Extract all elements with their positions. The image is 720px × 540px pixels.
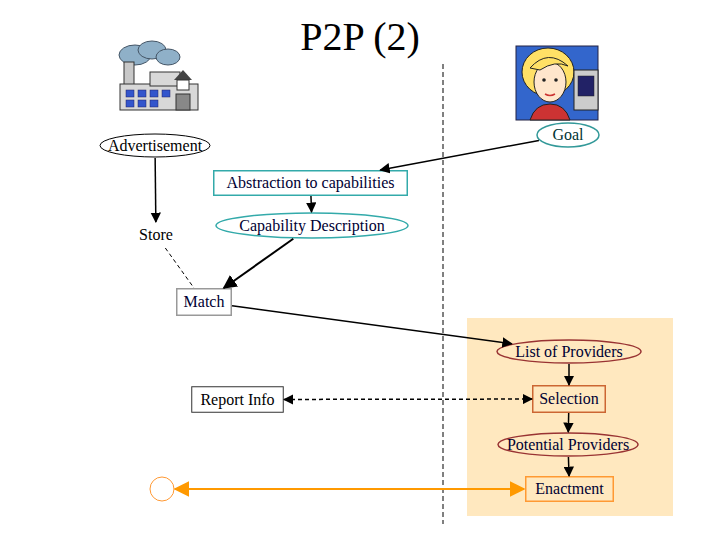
ellipse-node: Capability Description [215, 212, 409, 239]
process-box: Selection [532, 385, 606, 413]
node-label: Report Info [200, 391, 274, 409]
ellipse-border [497, 340, 641, 363]
node-label: Capability Description [239, 217, 384, 235]
node-label: Abstraction to capabilities [227, 174, 395, 192]
ellipse-border [100, 134, 210, 157]
arrow-connector [224, 239, 294, 288]
process-box: Match [176, 288, 232, 316]
process-box: Enactment [525, 476, 614, 502]
endpoint-circle [150, 477, 174, 501]
factory-icon [119, 41, 198, 110]
divider-line [443, 64, 444, 524]
box-border [214, 171, 408, 196]
enactment-line [175, 488, 524, 490]
ellipse-border [537, 123, 599, 147]
provider-band [467, 318, 673, 516]
diagram-title: P2P (2) [160, 14, 560, 60]
arrow-connector [284, 398, 532, 400]
node-label: Potential Providers [507, 436, 629, 454]
box-border [533, 386, 606, 413]
ellipse-node: Advertisement [99, 133, 211, 158]
box-border [526, 477, 614, 502]
ellipse-node: Potential Providers [497, 432, 639, 457]
ellipse-border [498, 433, 638, 456]
ellipse-node: List of Providers [496, 339, 642, 364]
node-label: Enactment [535, 480, 603, 498]
node-label: List of Providers [515, 343, 623, 361]
arrow-connector [568, 364, 570, 385]
node-label: Match [184, 293, 225, 311]
arrow-connector [380, 140, 539, 170]
goal-ellipse: Goal [536, 122, 600, 148]
node-label: Advertisement [108, 137, 202, 155]
node-label: Selection [539, 390, 599, 408]
box-border [192, 387, 284, 413]
arrow-connector [232, 306, 512, 344]
arrow-connector [568, 413, 570, 432]
process-box: Report Info [191, 386, 284, 413]
store-node: Store [133, 222, 179, 248]
user-icon [516, 46, 598, 120]
node-label: Store [139, 226, 173, 244]
box-border [177, 289, 232, 316]
ellipse-border [216, 213, 408, 238]
dashed-link [165, 248, 194, 288]
process-box: Abstraction to capabilities [213, 170, 408, 196]
node-label: Goal [552, 126, 583, 144]
arrow-connector [568, 457, 570, 476]
arrow-connector [310, 196, 312, 212]
arrow-connector [154, 158, 156, 222]
